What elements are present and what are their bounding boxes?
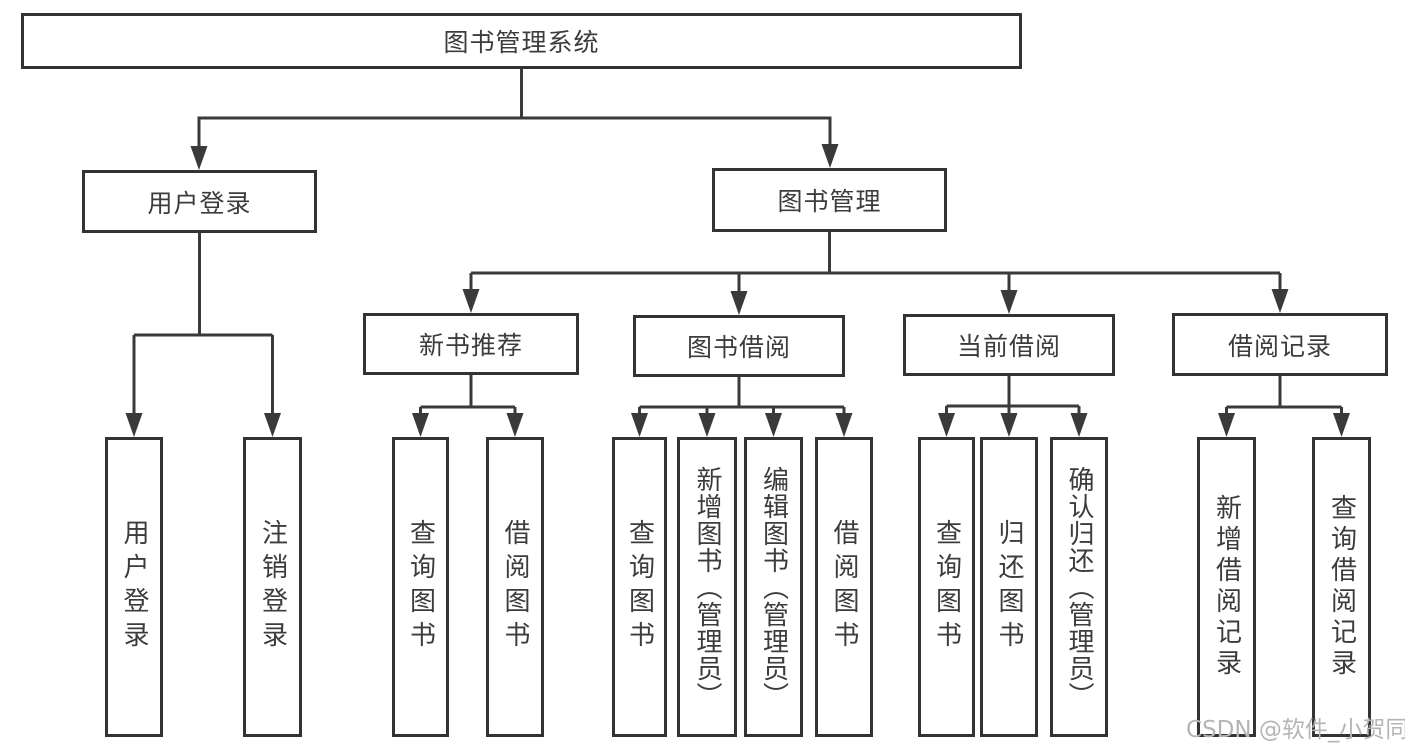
leaf-add-books-admin: 新增图书（管理员） [677, 437, 737, 737]
arrowhead-icon [125, 413, 143, 437]
arrowhead-icon [264, 413, 281, 437]
leaf-query-borrow-record-label: 查询借阅记录 [1326, 494, 1357, 680]
arrowhead-icon [412, 413, 429, 437]
arrowhead-icon [1000, 413, 1018, 437]
arrowhead-icon [1333, 413, 1350, 437]
arrowhead-icon [821, 144, 839, 168]
node-user-login: 用户登录 [82, 170, 317, 233]
node-borrowing-records-label: 借阅记录 [1227, 331, 1332, 361]
leaf-query-books-borrow-label: 查询图书 [624, 519, 655, 655]
arrowhead-icon [462, 289, 480, 313]
node-user-login-label: 用户登录 [147, 188, 252, 218]
leaf-query-borrow-record: 查询借阅记录 [1312, 437, 1371, 737]
leaf-query-books-borrow: 查询图书 [612, 437, 667, 737]
node-book-management: 图书管理 [712, 168, 947, 232]
node-library-system: 图书管理系统 [21, 13, 1022, 69]
leaf-edit-books-admin: 编辑图书（管理员） [744, 437, 803, 737]
leaf-query-books-current-label: 查询图书 [931, 519, 962, 655]
leaf-logout-label: 注销登录 [257, 519, 288, 655]
leaf-query-books-current: 查询图书 [918, 437, 975, 737]
node-new-book-recommendation-label: 新书推荐 [418, 331, 523, 360]
node-book-borrowing-label: 图书借阅 [686, 333, 791, 362]
leaf-borrow-books-label: 借阅图书 [829, 519, 859, 655]
leaf-add-borrow-record-label: 新增借阅记录 [1211, 494, 1242, 680]
arrowhead-icon [1218, 413, 1235, 437]
leaf-user-login: 用户登录 [105, 437, 163, 737]
leaf-query-books-recommend: 查询图书 [392, 437, 449, 737]
leaf-confirm-return-admin-label: 确认归还（管理员） [1064, 465, 1094, 709]
node-current-borrowing: 当前借阅 [903, 314, 1115, 376]
arrowhead-icon [190, 146, 208, 170]
arrowhead-icon [631, 413, 648, 437]
leaf-logout: 注销登录 [243, 437, 302, 737]
arrowhead-icon [765, 413, 782, 437]
node-library-system-label: 图书管理系统 [443, 28, 600, 57]
leaf-return-books-label: 归还图书 [994, 519, 1024, 655]
arrowhead-icon [1000, 290, 1018, 314]
arrowhead-icon [1070, 413, 1088, 437]
leaf-add-books-admin-label: 新增图书（管理员） [692, 465, 722, 709]
arrowhead-icon [698, 413, 716, 437]
arrowhead-icon [1271, 289, 1289, 313]
leaf-borrow-books-recommend-label: 借阅图书 [500, 519, 530, 655]
leaf-add-borrow-record: 新增借阅记录 [1197, 437, 1256, 737]
watermark: CSDN @软件_小贺同学 [1186, 717, 1405, 743]
node-new-book-recommendation: 新书推荐 [363, 313, 579, 375]
leaf-user-login-label: 用户登录 [119, 519, 149, 655]
leaf-return-books: 归还图书 [980, 437, 1038, 737]
arrowhead-icon [938, 413, 955, 437]
arrowhead-icon [506, 413, 524, 437]
leaf-confirm-return-admin: 确认归还（管理员） [1050, 437, 1108, 737]
node-book-management-label: 图书管理 [777, 187, 882, 216]
leaf-edit-books-admin-label: 编辑图书（管理员） [758, 465, 789, 709]
node-borrowing-records: 借阅记录 [1172, 313, 1388, 376]
arrowhead-icon [835, 413, 853, 437]
leaf-query-books-recommend-label: 查询图书 [405, 519, 436, 655]
node-book-borrowing: 图书借阅 [633, 315, 845, 377]
node-current-borrowing-label: 当前借阅 [956, 332, 1061, 361]
leaf-borrow-books: 借阅图书 [815, 437, 873, 737]
arrowhead-icon [730, 291, 748, 315]
leaf-borrow-books-recommend: 借阅图书 [486, 437, 544, 737]
